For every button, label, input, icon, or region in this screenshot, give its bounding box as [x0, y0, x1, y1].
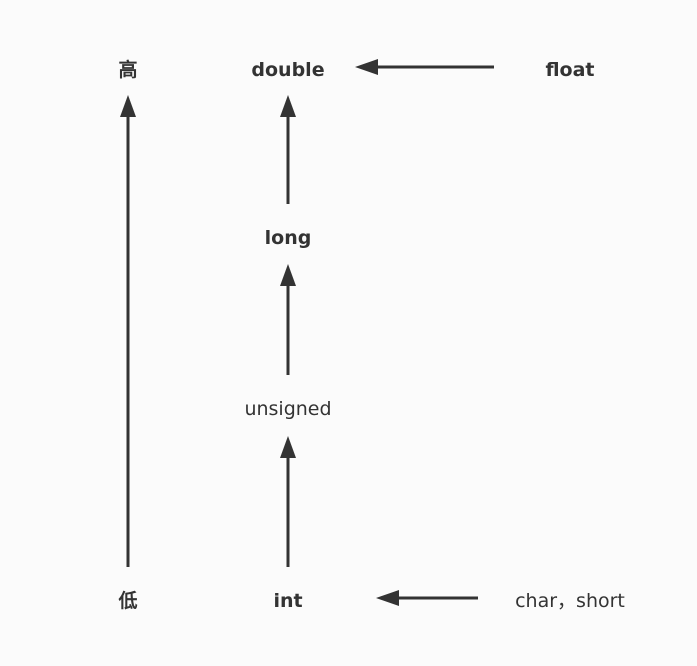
axis-label-low: 低: [118, 590, 138, 612]
node-unsigned: unsigned: [244, 398, 332, 420]
node-double: double: [251, 59, 325, 81]
arrowhead-float-to-double-icon: [355, 59, 378, 75]
axis-label-high: 高: [118, 59, 138, 81]
node-long: long: [264, 227, 312, 249]
arrowhead-double-icon: [280, 95, 296, 117]
node-char-short: char，short: [515, 590, 625, 612]
node-float: float: [545, 59, 595, 81]
arrowhead-long-icon: [280, 264, 296, 286]
arrowhead-unsigned-icon: [280, 436, 296, 458]
axis-arrowhead-icon: [120, 95, 136, 117]
node-int: int: [273, 590, 303, 612]
arrowhead-char-short-to-int-icon: [376, 590, 399, 606]
